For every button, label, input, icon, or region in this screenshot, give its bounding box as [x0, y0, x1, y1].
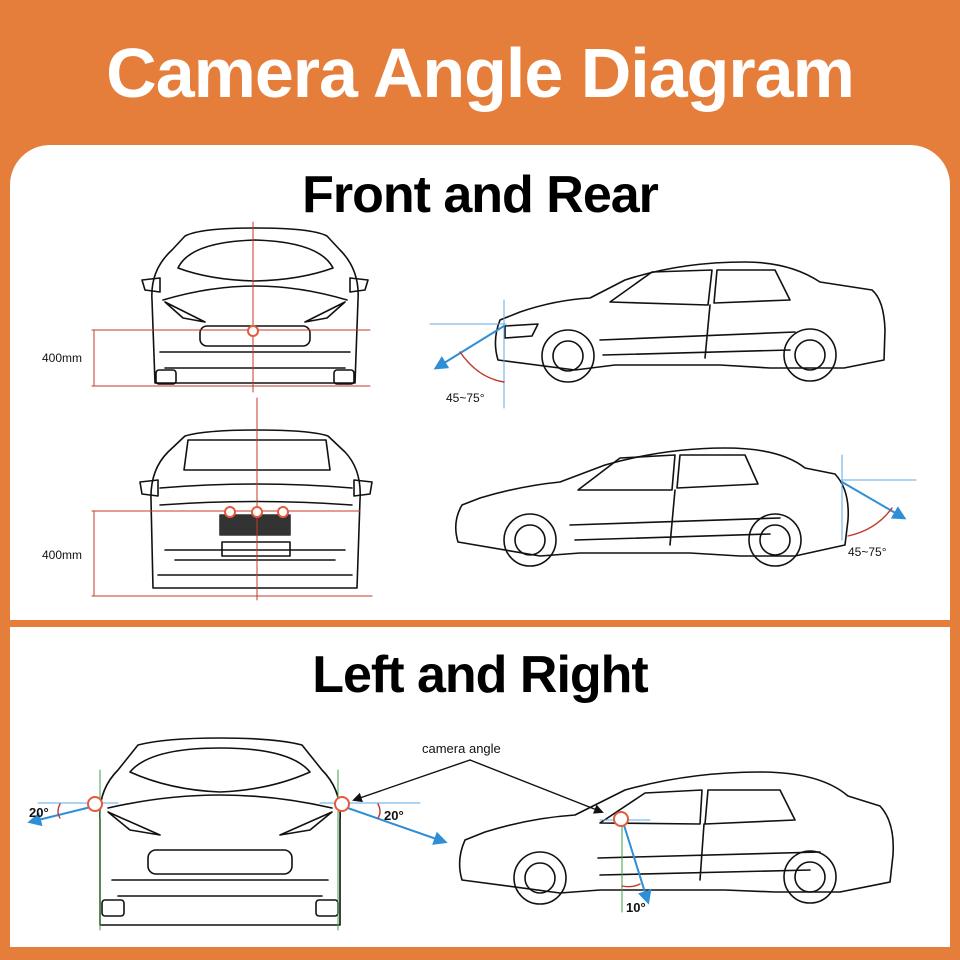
camera-angle-pointers	[352, 759, 604, 814]
page-title: Camera Angle Diagram	[106, 34, 855, 112]
car-side-view-rear-camera	[454, 447, 850, 567]
side-angle-label: 10°	[626, 900, 646, 915]
left-right-panel: Left and Right	[10, 627, 950, 947]
camera-angle-label: camera angle	[422, 741, 501, 756]
front-rear-heading: Front and Rear	[302, 166, 659, 224]
side-camera-icon	[613, 811, 629, 827]
car-front-view	[141, 227, 369, 385]
front-angle-label: 45~75°	[446, 391, 485, 405]
mirror-right-angle-label: 20°	[384, 808, 404, 823]
mirror-camera-icons	[87, 796, 350, 812]
car-front-view-mirrors	[99, 737, 341, 926]
car-side-view-side-camera	[458, 771, 895, 905]
front-height-label: 400mm	[42, 351, 83, 365]
front-angle-guide	[429, 299, 507, 409]
rear-angle-guide	[841, 454, 917, 541]
front-height-guide	[91, 221, 371, 393]
front-camera-icon	[247, 325, 259, 337]
rear-height-guide	[91, 397, 373, 601]
mirror-left-angle-label: 20°	[29, 805, 49, 820]
rear-angle-label: 45~75°	[848, 545, 887, 559]
left-right-heading: Left and Right	[312, 646, 649, 704]
rear-camera-icons	[224, 506, 289, 518]
car-side-view-front-camera	[494, 261, 886, 383]
rear-height-label: 400mm	[42, 548, 83, 562]
side-angle-guide	[599, 819, 652, 913]
